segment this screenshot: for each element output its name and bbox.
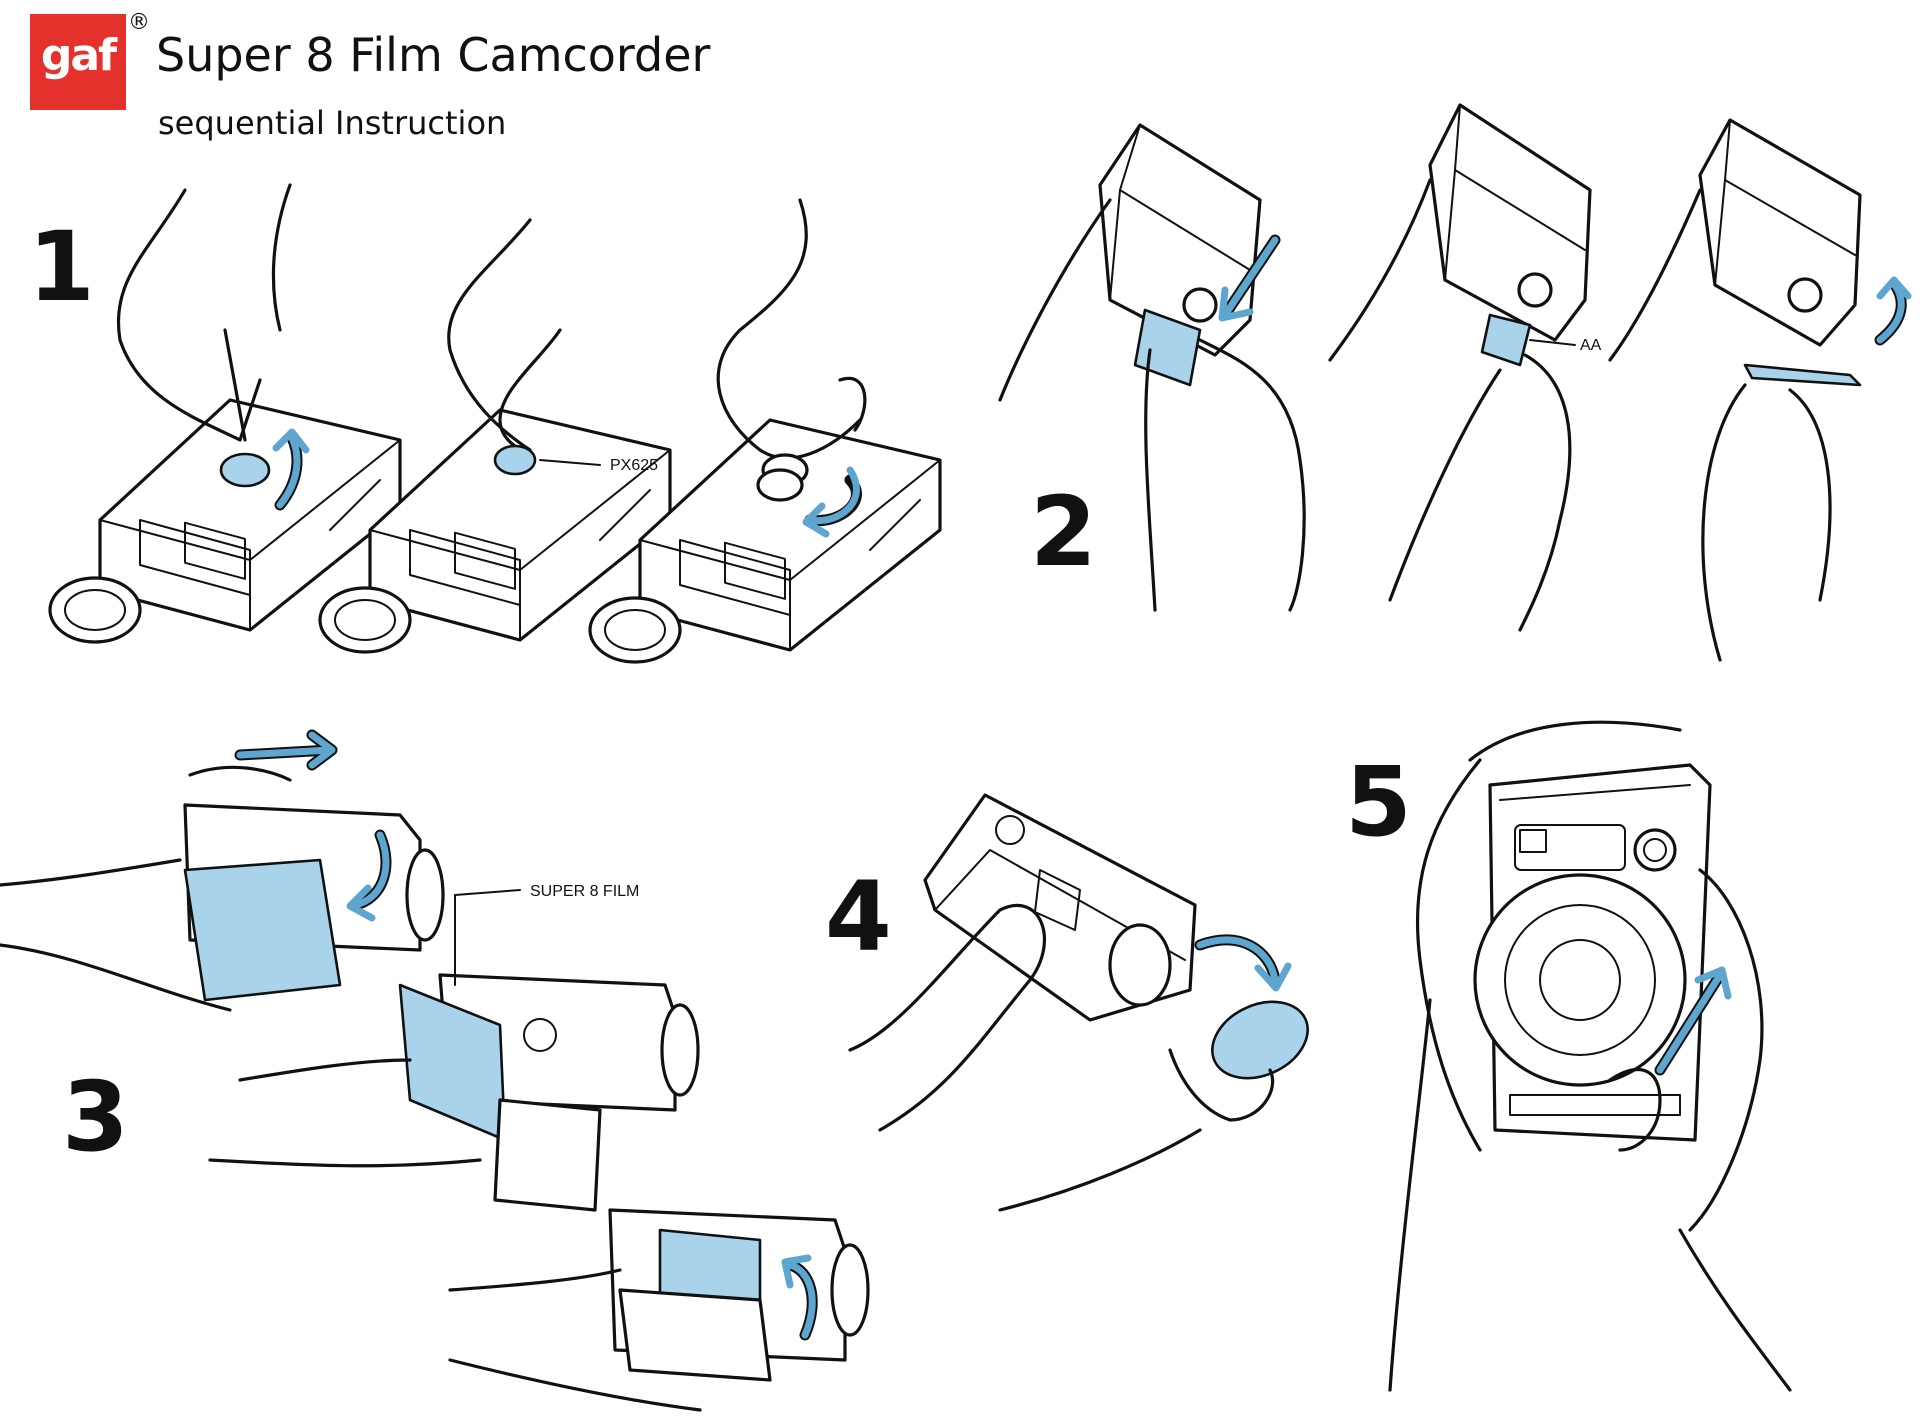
step-5-panel [1388, 720, 1792, 1392]
step-number-5: 5 [1345, 746, 1412, 858]
callout-aa: AA [1580, 337, 1602, 354]
logo-text: gaf [40, 30, 117, 81]
step-2-panel-b: AA [1328, 103, 1602, 632]
step-2-panel-a [998, 123, 1306, 612]
gaf-logo [30, 14, 126, 110]
step-number-4: 4 [825, 861, 892, 973]
step-1-panel-a [48, 183, 402, 644]
registered-mark: ® [128, 10, 150, 35]
step-2-panel-c [1608, 118, 1912, 662]
step-1-panel-b: PX625 [318, 218, 672, 654]
step-number-1: 1 [28, 211, 95, 323]
step-4-panel [848, 793, 1309, 1212]
step-3-panel-b: SUPER 8 FILM [208, 883, 700, 1212]
step-number-2: 2 [1030, 476, 1097, 588]
step-3-panel-a [0, 729, 445, 1012]
page-title: Super 8 Film Camcorder [156, 28, 711, 82]
step-number-3: 3 [62, 1061, 129, 1173]
callout-px625: PX625 [610, 457, 658, 474]
callout-super-8-film: SUPER 8 FILM [530, 883, 639, 900]
page-subtitle: sequential Instruction [158, 104, 507, 142]
step-3-panel-c [448, 1208, 870, 1412]
step-1-panel-c [588, 198, 942, 664]
